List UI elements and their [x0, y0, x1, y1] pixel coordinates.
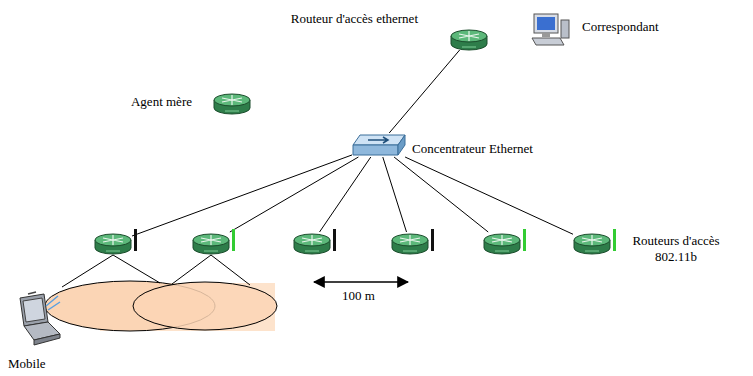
mobile-node: Mobile: [14, 292, 60, 346]
router-icon: [391, 232, 437, 256]
router-icon: [213, 92, 259, 116]
node-label: Correspondant: [582, 19, 659, 35]
router-icon: [573, 232, 619, 256]
network-link: [320, 157, 371, 232]
ethernet-hub: Concentrateur Ethernet: [352, 133, 406, 157]
wifi-router: [192, 232, 230, 254]
computer-icon: [532, 12, 570, 48]
hub-icon: [352, 133, 406, 159]
router-icon: [293, 232, 339, 256]
router-icon: [450, 28, 496, 52]
dimension-label: 100 m: [340, 288, 377, 304]
network-link: [230, 157, 359, 232]
coverage-line: [172, 255, 211, 284]
laptop-icon: [14, 292, 62, 350]
network-link: [383, 157, 407, 232]
router-icon: [94, 232, 140, 256]
wifi-router: [94, 232, 132, 254]
node-label: Mobile: [8, 356, 46, 372]
router-icon: [483, 232, 529, 256]
node-label: Routeurs d'accès 802.11b: [626, 233, 726, 266]
network-link: [132, 155, 352, 236]
coverage-line: [211, 255, 250, 285]
wifi-router: [391, 232, 429, 254]
coverage-line: [62, 255, 113, 287]
correspondent-computer: Correspondant: [532, 12, 570, 46]
wifi-router: [483, 232, 521, 254]
network-link: [389, 50, 459, 133]
network-link: [405, 157, 573, 234]
node-label: Agent mère: [131, 94, 192, 110]
radio-cell: [133, 282, 277, 330]
router-icon: [192, 232, 238, 256]
ethernet-router: Routeur d'accès ethernet: [450, 28, 488, 50]
network-link: [394, 157, 488, 232]
wifi-router: Routeurs d'accès 802.11b: [573, 232, 611, 254]
distance-arrow: [314, 281, 408, 283]
coverage-line: [113, 255, 160, 283]
node-label: Concentrateur Ethernet: [412, 141, 533, 157]
node-label: Routeur d'accès ethernet: [291, 11, 418, 27]
home-agent: Agent mère: [213, 92, 251, 114]
wifi-router: [293, 232, 331, 254]
